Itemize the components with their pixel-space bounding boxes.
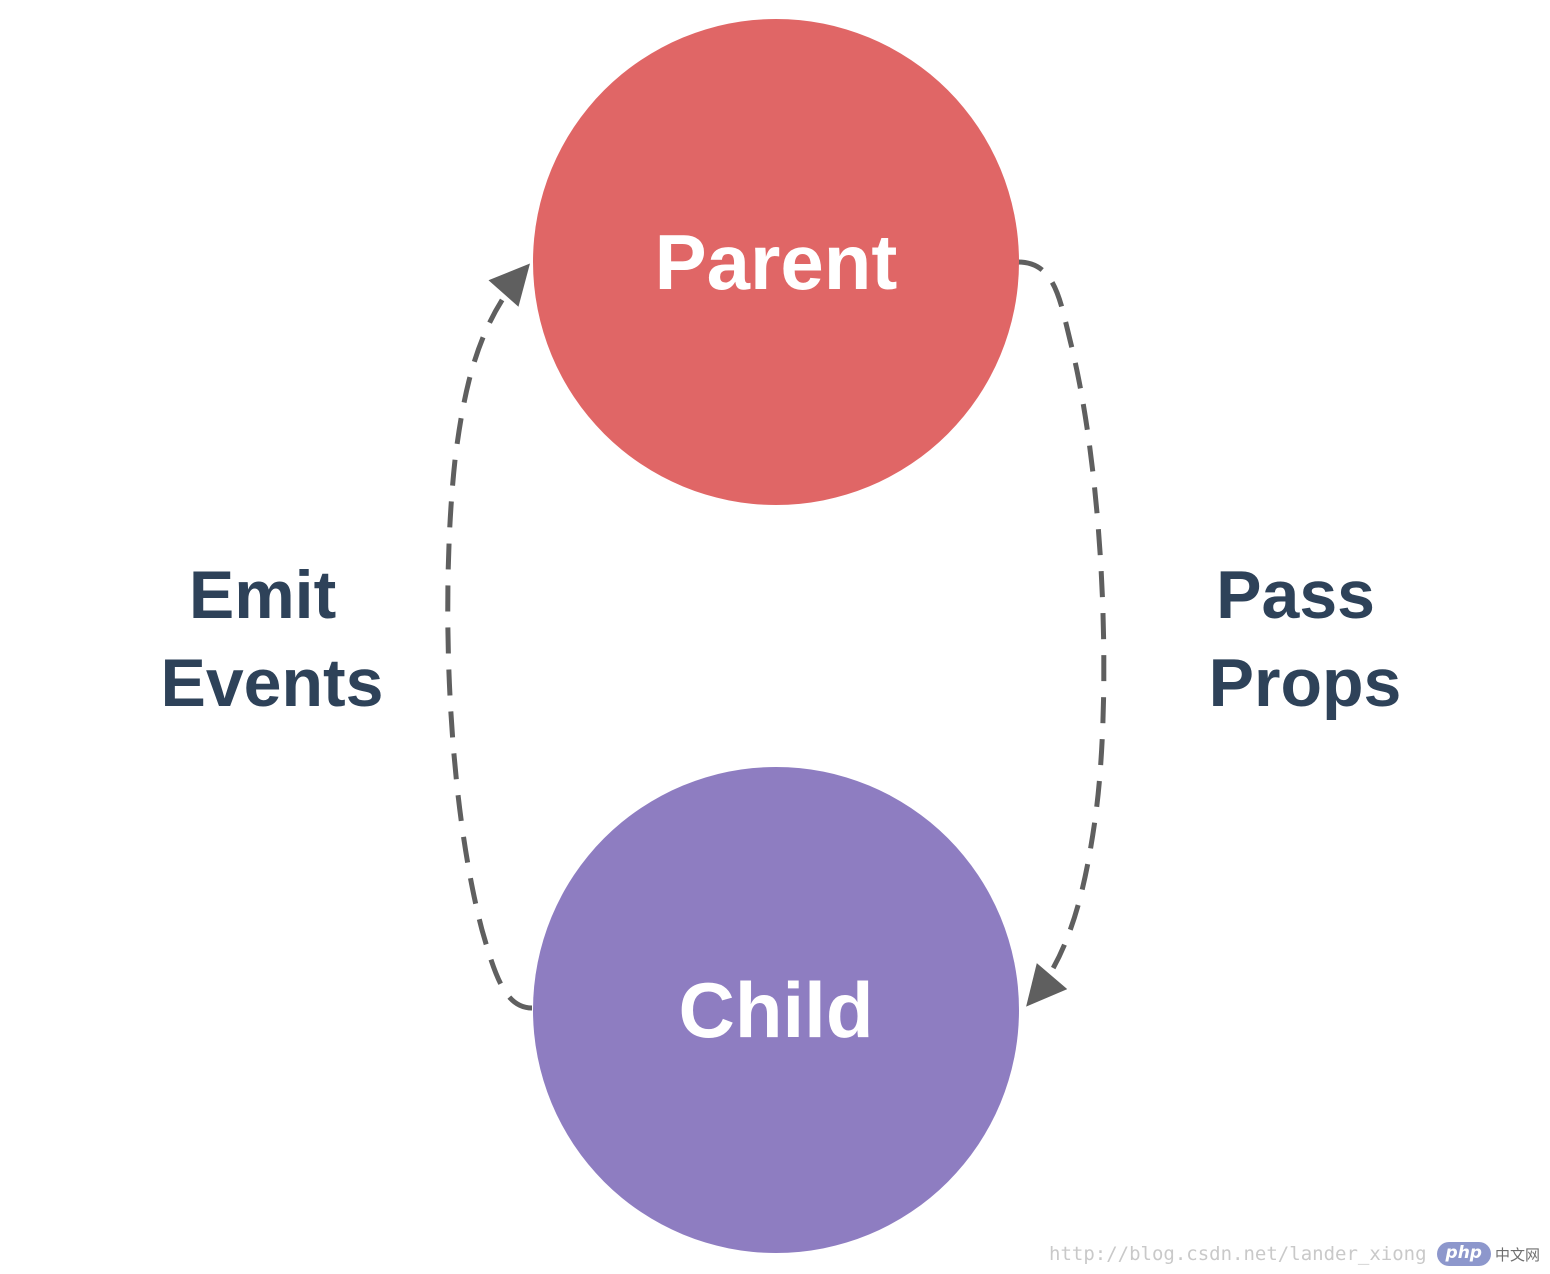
pass-props-label-line-2: Props: [1209, 645, 1402, 721]
pass-props-label: Pass Props: [1209, 557, 1402, 721]
parent-node[interactable]: Parent: [533, 19, 1019, 505]
child-label: Child: [679, 966, 874, 1054]
pass-props-label-line-1: Pass: [1216, 557, 1375, 633]
child-circle: [533, 767, 1019, 1253]
emit-events-label-line-2: Events: [161, 645, 384, 721]
emit-events-arrow: [445, 263, 533, 1011]
emit-events-label: Emit Events: [161, 557, 384, 721]
php-badge: php: [1436, 1242, 1491, 1266]
parent-label: Parent: [655, 218, 898, 306]
watermark-url: http://blog.csdn.net/lander_xiong: [1049, 1243, 1427, 1265]
watermark: http://blog.csdn.net/lander_xiong php 中文…: [1049, 1242, 1540, 1266]
php-logo: php 中文网: [1436, 1242, 1540, 1266]
php-site-name: 中文网: [1494, 1245, 1540, 1264]
emit-events-label-line-1: Emit: [189, 557, 336, 633]
child-node[interactable]: Child: [533, 767, 1019, 1253]
pass-props-arrow: [1017, 259, 1107, 1007]
parent-circle: [533, 19, 1019, 505]
